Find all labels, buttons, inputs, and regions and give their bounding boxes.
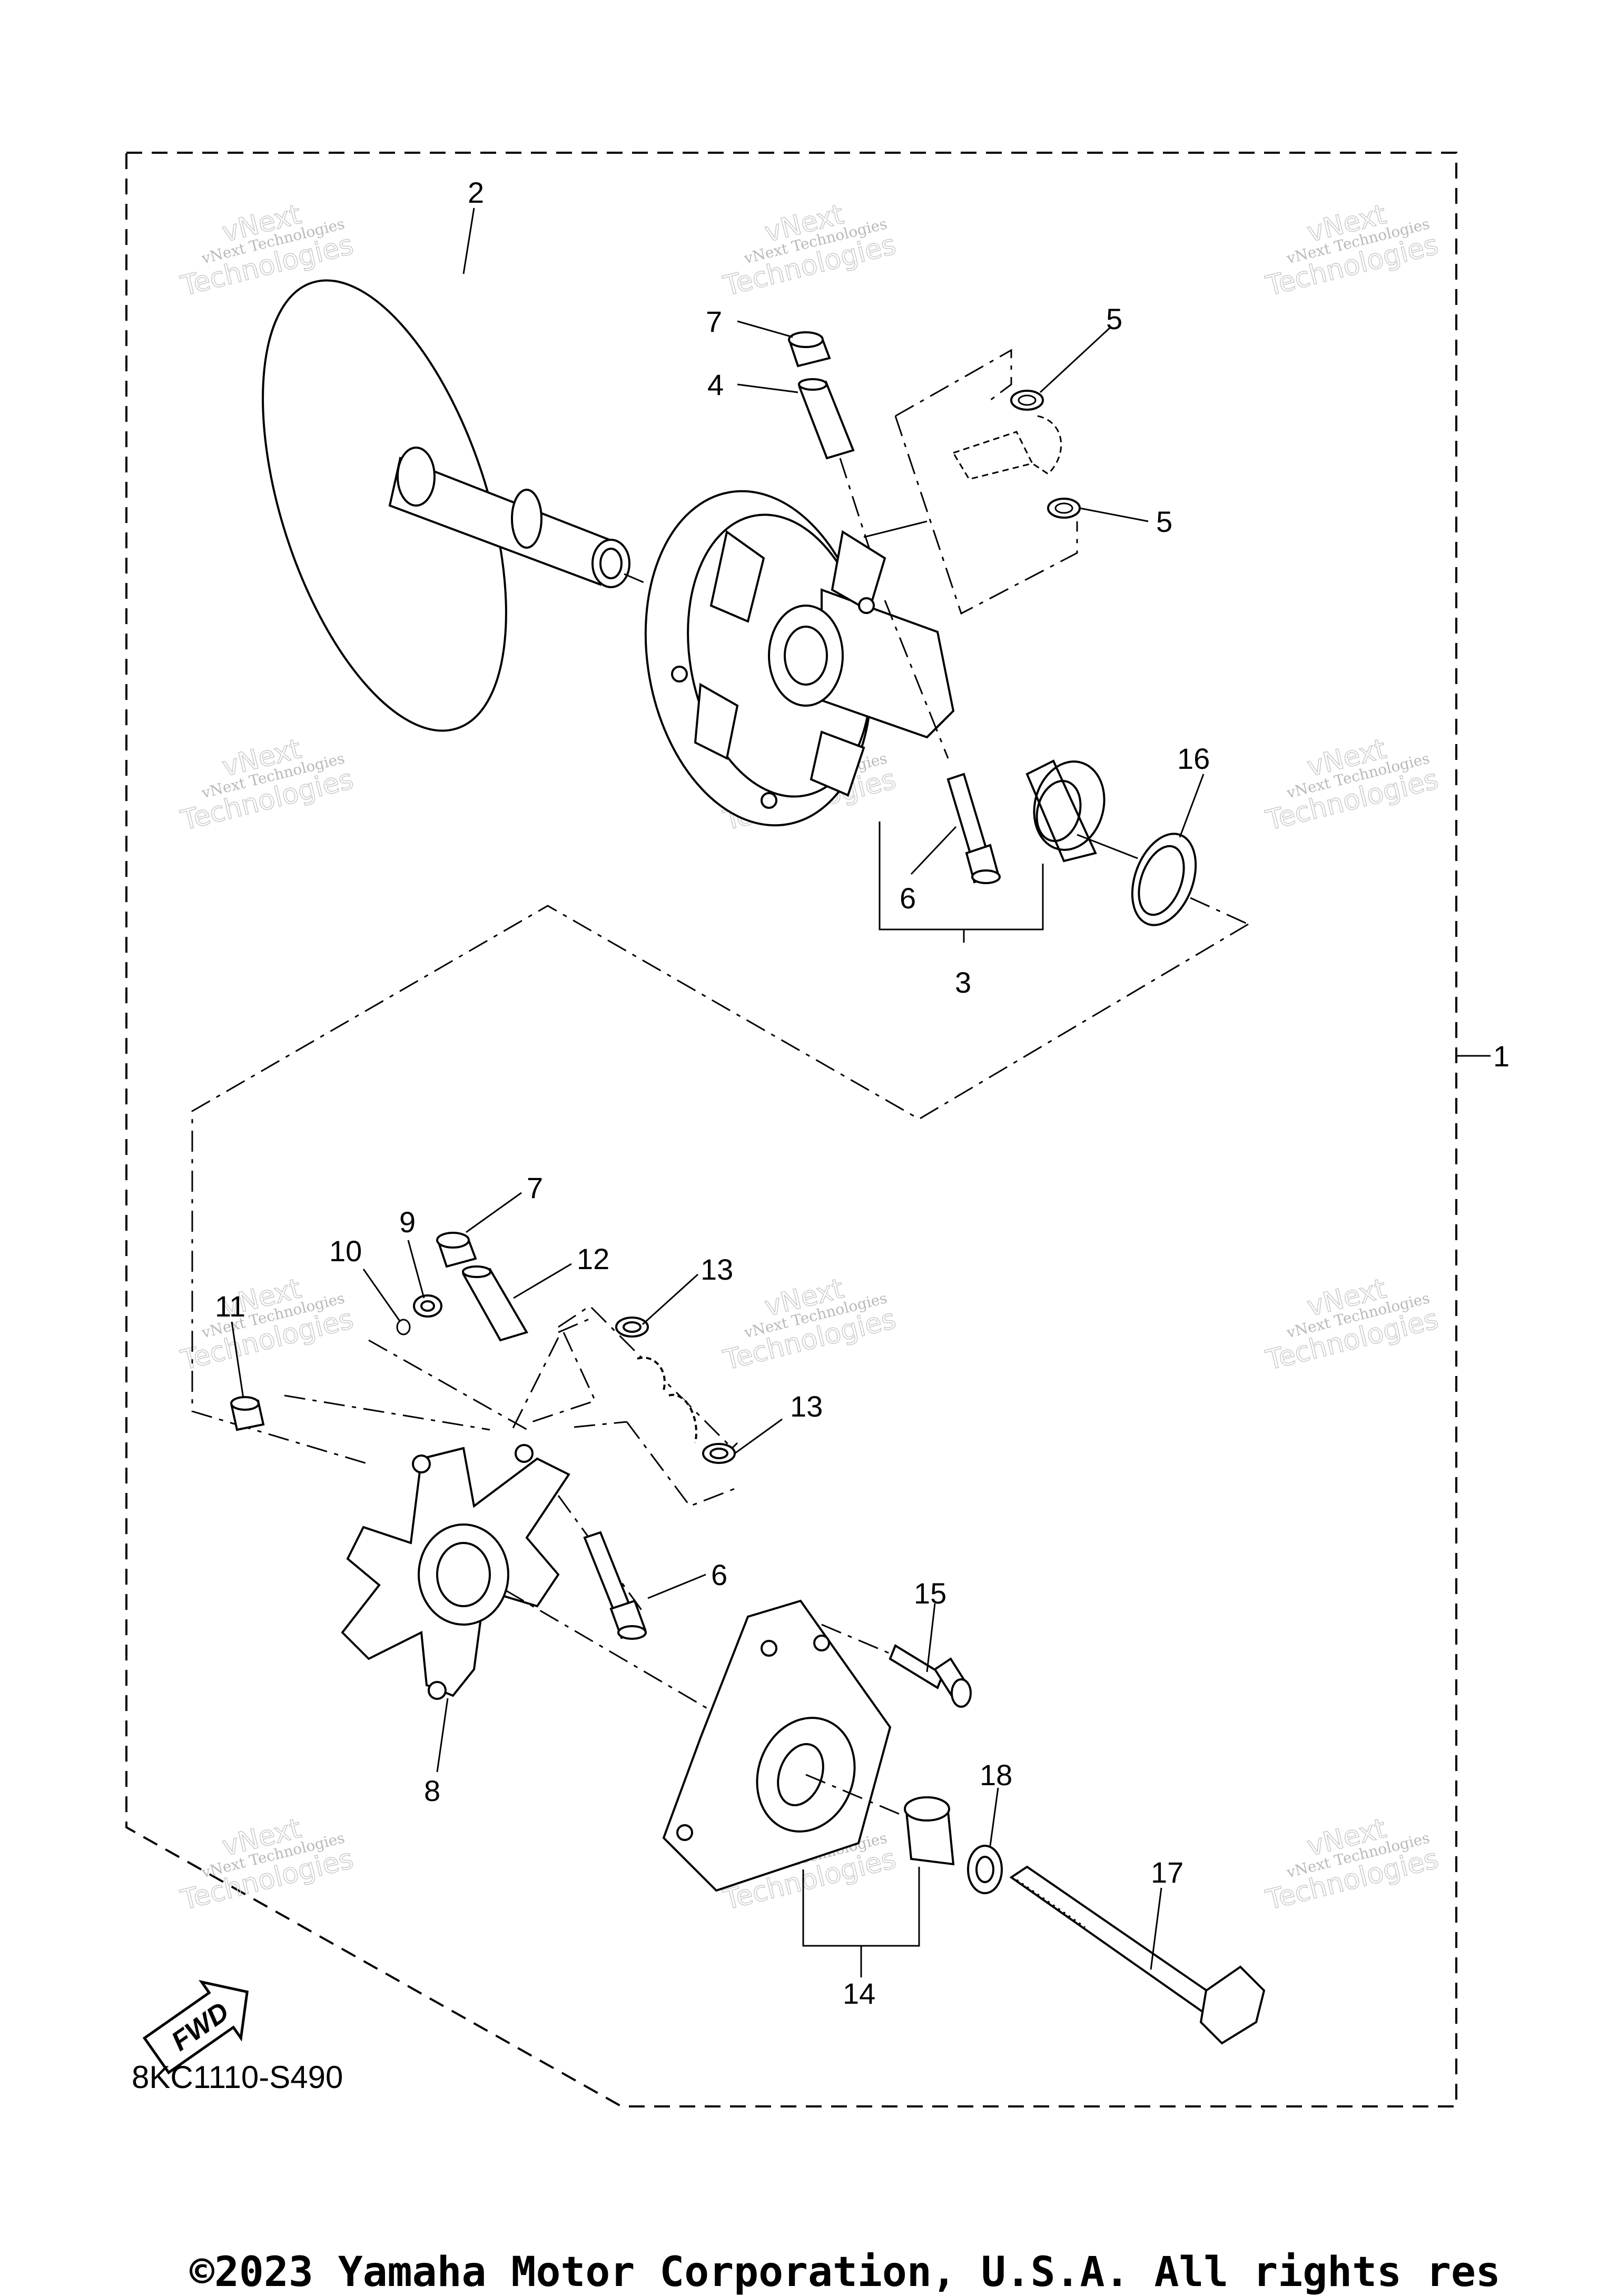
part-6-bolt-top (946, 773, 1001, 884)
part-9-bushing (413, 1294, 442, 1318)
callout-7-top: 7 (706, 305, 722, 338)
callout-2: 2 (468, 176, 484, 209)
part-3-sliding-sheave (644, 490, 955, 827)
leader-lines (231, 207, 1205, 1970)
part-13-slider-group (615, 1317, 736, 1464)
callout-1: 1 (1493, 1040, 1510, 1073)
part-14-bushing (904, 1796, 955, 1866)
copyright-notice: ©2023 Yamaha Motor Corporation, U.S.A. A… (190, 2249, 1501, 2296)
callout-10: 10 (329, 1234, 362, 1268)
callout-16: 16 (1177, 742, 1210, 775)
callout-17: 17 (1151, 1856, 1183, 1889)
callout-18: 18 (980, 1758, 1012, 1792)
part-16-washer (1131, 833, 1197, 926)
callout-4: 4 (707, 368, 724, 401)
callout-labels: 1 2 7 4 5 5 16 6 3 7 9 12 10 13 11 13 6 … (215, 176, 1510, 2010)
callout-14: 14 (843, 1977, 875, 2010)
part-14-cover-plate (662, 1599, 892, 1892)
callout-8: 8 (424, 1774, 440, 1807)
part-5-slider-group (894, 349, 1081, 615)
callout-9: 9 (399, 1205, 416, 1239)
part-15-bolt (889, 1644, 972, 1708)
callout-11: 11 (215, 1290, 245, 1323)
part-18-washer (967, 1845, 1003, 1894)
assembly-connection-path (191, 905, 1249, 1465)
callout-5-bottom: 5 (1156, 505, 1172, 538)
callout-13-top: 13 (701, 1253, 733, 1286)
part-2-fixed-sheave (262, 279, 630, 732)
part-17-bolt (1009, 1865, 1266, 2045)
callout-7-lower: 7 (527, 1171, 543, 1204)
callout-6-top: 6 (900, 882, 916, 915)
diagram-code: 8KC1110-S490 (132, 2060, 343, 2095)
part-12-collar (461, 1265, 529, 1342)
part-10-o-ring (396, 1319, 411, 1335)
callout-13-bottom: 13 (790, 1390, 823, 1423)
part-3-bracket (879, 822, 1044, 931)
assembly-boundary (125, 152, 1457, 2107)
part-8-spider (341, 1444, 570, 1700)
callout-15: 15 (914, 1577, 946, 1610)
part-7-nut-top (788, 331, 831, 368)
part-6-bolt-lower (583, 1531, 647, 1640)
part-11-cap (230, 1396, 265, 1431)
callout-3: 3 (955, 966, 971, 999)
callout-12: 12 (577, 1242, 609, 1275)
part-4-collar (798, 378, 855, 460)
part-16-spacer (1025, 759, 1106, 863)
part-7-nut-lower (436, 1232, 477, 1268)
callout-6-lower: 6 (711, 1558, 727, 1591)
callout-5-top: 5 (1106, 302, 1122, 335)
